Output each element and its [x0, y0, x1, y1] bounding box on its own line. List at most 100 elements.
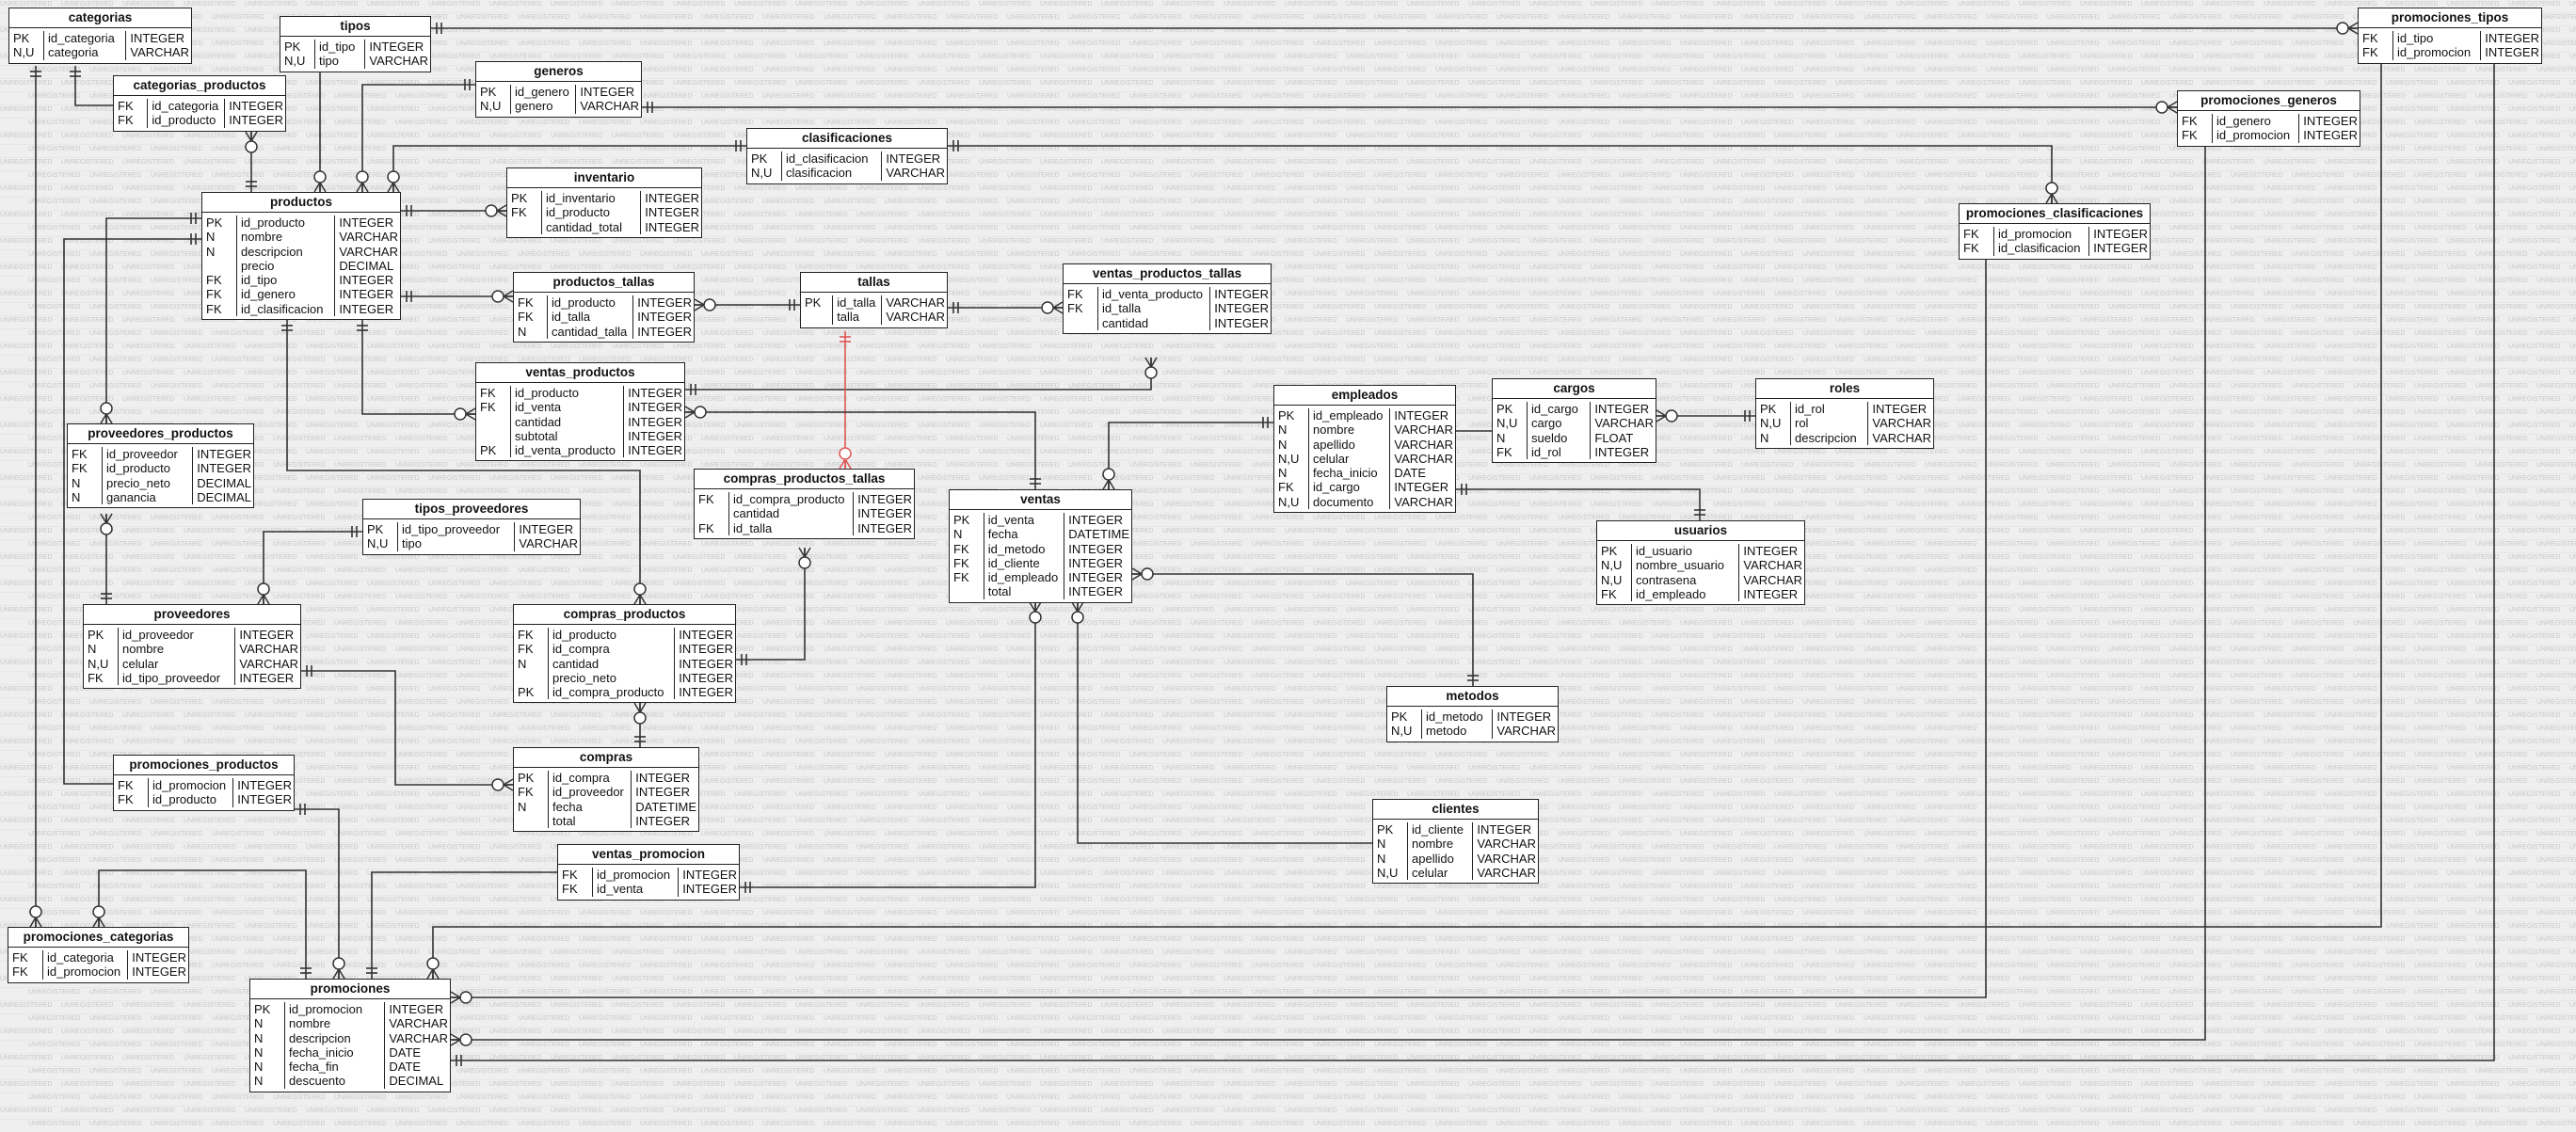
watermark-text: UNREGISTERED [2325, 291, 2377, 297]
watermark-text: UNREGISTERED [1835, 27, 1888, 34]
attribute-type: INTEGER [1477, 822, 1536, 837]
watermark-text: UNREGISTERED [2536, 67, 2576, 73]
watermark-text: UNREGISTERED [2447, 660, 2500, 666]
watermark-text: UNREGISTERED [1068, 963, 1121, 969]
watermark-text: UNREGISTERED [367, 949, 420, 956]
watermark-text: UNREGISTERED [1774, 370, 1827, 376]
watermark-text: UNREGISTERED [946, 831, 999, 837]
watermark-text: UNREGISTERED [1986, 462, 2039, 469]
watermark-text: UNREGISTERED [1252, 40, 1304, 47]
watermark-text: UNREGISTERED [2569, 765, 2576, 772]
watermark-text: UNREGISTERED [518, 1042, 570, 1048]
watermark-text: UNREGISTERED [1068, 357, 1121, 363]
watermark-text: UNREGISTERED [61, 897, 114, 903]
watermark-text: UNREGISTERED [2508, 923, 2561, 930]
watermark-text: UNREGISTERED [428, 949, 481, 956]
watermark-text: UNREGISTERED [2080, 870, 2133, 877]
watermark-text: UNREGISTERED [1068, 14, 1121, 21]
watermark-text: UNREGISTERED [61, 1055, 114, 1061]
watermark-text: UNREGISTERED [2569, 607, 2576, 614]
watermark-text: UNREGISTERED [122, 185, 175, 192]
watermark-text: UNREGISTERED [2108, 14, 2161, 21]
watermark-text: UNREGISTERED [151, 225, 203, 231]
watermark-text: UNREGISTERED [1958, 264, 2010, 271]
watermark-text: UNREGISTERED [2108, 752, 2161, 758]
watermark-text: UNREGISTERED [2264, 818, 2316, 824]
watermark-text: UNREGISTERED [2536, 172, 2576, 179]
watermark-text: UNREGISTERED [456, 567, 509, 574]
watermark-text: UNREGISTERED [1285, 844, 1337, 851]
watermark-text: UNREGISTERED [640, 989, 693, 996]
watermark-text: UNREGISTERED [518, 1094, 570, 1101]
watermark-text: UNREGISTERED [1958, 317, 2010, 324]
watermark-text: UNREGISTERED [334, 620, 387, 627]
watermark-text: UNREGISTERED [1040, 1002, 1093, 1009]
watermark-text: UNREGISTERED [2569, 396, 2576, 403]
watermark-text: UNREGISTERED [1346, 791, 1399, 798]
attribute-key: N [1496, 431, 1523, 445]
watermark-text: UNREGISTERED [2202, 343, 2255, 350]
relationship-line [740, 602, 1036, 888]
watermark-text: UNREGISTERED [824, 120, 876, 126]
watermark-text: UNREGISTERED [1713, 791, 1766, 798]
watermark-text: UNREGISTERED [428, 712, 481, 719]
watermark-text: UNREGISTERED [1835, 554, 1888, 561]
watermark-text: UNREGISTERED [1224, 1108, 1276, 1114]
watermark-text: UNREGISTERED [2264, 949, 2316, 956]
watermark-text: UNREGISTERED [518, 963, 570, 969]
watermark-text: UNREGISTERED [1496, 40, 1549, 47]
watermark-text: UNREGISTERED [946, 673, 999, 679]
watermark-text: UNREGISTERED [2386, 686, 2439, 693]
watermark-text: UNREGISTERED [1925, 14, 1977, 21]
watermark-text: UNREGISTERED [1313, 14, 1366, 21]
watermark-text: UNREGISTERED [28, 884, 81, 890]
watermark-text: UNREGISTERED [2231, 515, 2283, 521]
entity-title: inventario [507, 168, 701, 188]
attribute-key: PK [518, 771, 544, 785]
watermark-text: UNREGISTERED [0, 923, 53, 930]
watermark-text: UNREGISTERED [2386, 660, 2439, 666]
watermark-text: UNREGISTERED [151, 699, 203, 706]
watermark-text: UNREGISTERED [762, 462, 815, 469]
watermark-text: UNREGISTERED [1313, 963, 1366, 969]
watermark-text: UNREGISTERED [1680, 725, 1733, 732]
watermark-text: UNREGISTERED [1346, 212, 1399, 218]
attribute-name: id_categoria [47, 950, 121, 965]
watermark-text: UNREGISTERED [2019, 264, 2072, 271]
watermark-text: UNREGISTERED [2475, 436, 2528, 442]
watermark-text: UNREGISTERED [518, 14, 570, 21]
